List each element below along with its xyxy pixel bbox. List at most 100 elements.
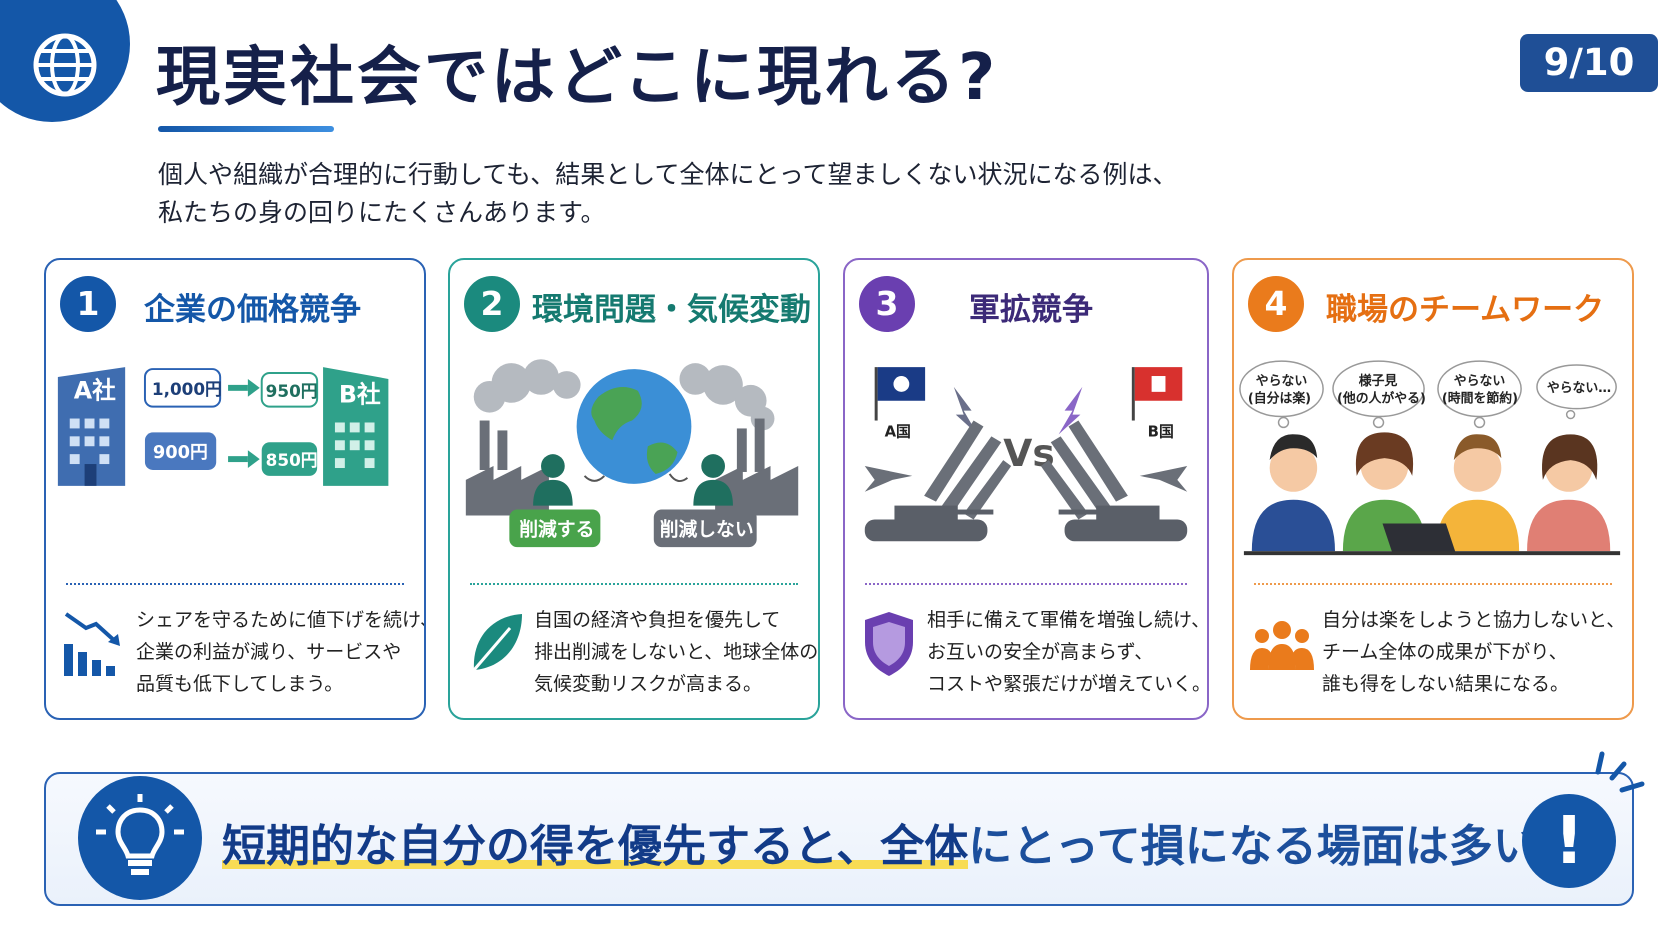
- card-number: 2: [464, 276, 520, 332]
- missiles-left-icon: [924, 420, 1012, 520]
- card-divider: [1254, 583, 1612, 585]
- factory-left-icon: [465, 420, 549, 516]
- desc-line: コストや緊張だけが増えていく。: [927, 673, 1209, 695]
- person-icon: [1251, 434, 1335, 552]
- flag-b-icon: [1131, 367, 1183, 421]
- desc-line: 自分は楽をしようと協力しないと、: [1322, 609, 1626, 631]
- bubble-line: やらない…: [1547, 381, 1611, 396]
- lightbulb-icon: [96, 794, 184, 875]
- smoke-icon: [473, 359, 775, 431]
- person-icon: [1435, 434, 1520, 552]
- chart-down-icon: [64, 612, 120, 676]
- card-title: 軍拡競争: [969, 292, 1093, 328]
- lightbulb-badge: [78, 776, 202, 900]
- label-reduce: 削減する: [519, 517, 594, 540]
- flag-a-icon: [874, 367, 926, 421]
- card-description: 自分は楽をしようと協力しないと、 チーム全体の成果が下がり、 誰も得をしない結果…: [1322, 604, 1625, 700]
- price-1000: 1,000円: [152, 379, 222, 399]
- emphasis-burst-icon: [1595, 751, 1645, 793]
- desc-line: チーム全体の成果が下がり、: [1322, 641, 1568, 663]
- building-a-icon: [57, 367, 126, 486]
- globe-icon: [33, 33, 97, 97]
- desc-line: 自国の経済や負担を優先して: [534, 609, 781, 631]
- card-description: 相手に備えて軍備を増強し続け、 お互いの安全が高まらず、 コストや緊張だけが増え…: [927, 604, 1209, 700]
- card-number: 3: [859, 276, 915, 332]
- desc-line: シェアを守るために値下げを続け、: [136, 609, 426, 631]
- conclusion-text: 短期的な自分の得を優先すると、全体にとって損になる場面は多い: [222, 810, 1537, 874]
- conclusion-banner: 短期的な自分の得を優先すると、全体にとって損になる場面は多い !: [44, 772, 1634, 906]
- bubble-line: (他の人がやる): [1337, 391, 1426, 407]
- card-header: 1 企業の価格競争: [46, 260, 424, 352]
- price-850: 850円: [266, 450, 318, 470]
- intro-text: 個人や組織が合理的に行動しても、結果として全体にとって望ましくない状況になる例は…: [158, 156, 1178, 232]
- factory-right-icon: [715, 418, 799, 516]
- exclamation-icon: !: [1553, 802, 1585, 879]
- building-b-icon: [323, 367, 389, 486]
- label-not-reduce: 削減しない: [660, 517, 754, 540]
- bubble-line: (自分は楽): [1248, 391, 1311, 407]
- intro-line-1: 個人や組織が合理的に行動しても、結果として全体にとって望ましくない状況になる例は…: [158, 160, 1178, 189]
- leaf-icon: [472, 614, 522, 671]
- arms-race-illustration: A国 B国 Vs: [864, 367, 1188, 542]
- company-a-label: A社: [74, 377, 116, 405]
- desc-line: 企業の利益が減り、サービスや: [136, 641, 402, 663]
- card-header: 4 職場のチームワーク: [1234, 260, 1632, 352]
- person-icon: [1527, 434, 1611, 552]
- desc-line: 排出削減をしないと、地球全体の: [534, 641, 819, 663]
- earth-icon: [576, 369, 692, 484]
- card-divider: [66, 583, 404, 585]
- price-900: 900円: [153, 442, 208, 463]
- desc-line: 誰も得をしない結果になる。: [1322, 673, 1570, 695]
- card-description: 自国の経済や負担を優先して 排出削減をしないと、地球全体の 気候変動リスクが高ま…: [534, 604, 818, 700]
- lightning-icon: [953, 386, 978, 435]
- tank-left-icon: [864, 505, 994, 542]
- country-a-label: A国: [885, 423, 911, 440]
- company-b-label: B社: [339, 381, 381, 409]
- card-arms-race: 3 軍拡競争 A国 B国 Vs: [843, 258, 1209, 720]
- conclusion-rest: にとって損になる場面は多い: [968, 821, 1537, 872]
- teamwork-illustration: やらない (自分は楽) 様子見 (他の人がやる) やらない (時間を節約) やら…: [1239, 360, 1621, 556]
- card-divider: [470, 583, 798, 585]
- card-teamwork: 4 職場のチームワーク やらない (自分は楽) 様子見 (他の人がやる) やらな…: [1232, 258, 1634, 720]
- bubble-line: やらない: [1454, 374, 1506, 389]
- lightning-icon: [1058, 386, 1083, 435]
- card-divider: [865, 583, 1187, 585]
- card-number: 1: [60, 276, 116, 332]
- country-b-label: B国: [1148, 423, 1174, 440]
- bubble-line: (時間を節約): [1442, 391, 1518, 407]
- tank-right-icon: [1058, 505, 1188, 542]
- title-underline: [158, 126, 334, 132]
- page-number-badge: 9/10: [1520, 34, 1658, 92]
- bubble-line: やらない: [1256, 374, 1308, 389]
- desc-line: お互いの安全が高まらず、: [927, 641, 1154, 663]
- intro-line-2: 私たちの身の回りにたくさんあります。: [158, 198, 606, 227]
- globe-badge: [0, 0, 130, 122]
- shield-icon: [865, 612, 913, 676]
- desc-line: 気候変動リスクが高まる。: [534, 673, 763, 695]
- card-header: 3 軍拡競争: [845, 260, 1207, 352]
- card-title: 職場のチームワーク: [1326, 292, 1605, 328]
- climate-illustration: 削減する 削減しない: [465, 359, 799, 548]
- person-not-reduce-icon: [693, 454, 733, 506]
- exclamation-badge: !: [1522, 794, 1616, 888]
- jet-icon: [1139, 466, 1188, 492]
- laptop-icon: [1382, 523, 1456, 554]
- person-reduce-icon: [533, 454, 573, 506]
- missiles-right-icon: [1040, 420, 1128, 520]
- team-icon: [1250, 621, 1314, 670]
- card-header: 2 環境問題・気候変動: [450, 260, 818, 352]
- bubble-line: 様子見: [1359, 373, 1398, 389]
- desc-line: 相手に備えて軍備を増強し続け、: [927, 609, 1209, 631]
- card-number: 4: [1248, 276, 1304, 332]
- card-title: 環境問題・気候変動: [532, 292, 811, 328]
- card-description: シェアを守るために値下げを続け、 企業の利益が減り、サービスや 品質も低下してし…: [136, 604, 426, 700]
- conclusion-highlight: 短期的な自分の得を優先すると、全体: [222, 821, 969, 872]
- page-title: 現実社会ではどこに現れる?: [156, 41, 999, 115]
- desc-line: 品質も低下してしまう。: [136, 673, 344, 695]
- price-war-illustration: A社 B社 1,000円 950円 900円 850円: [57, 367, 389, 486]
- card-price-competition: 1 企業の価格競争 A社 B社 1,000円 950: [44, 258, 426, 720]
- card-title: 企業の価格競争: [144, 292, 361, 328]
- jet-icon: [864, 466, 913, 492]
- price-950: 950円: [266, 381, 318, 401]
- card-climate-change: 2 環境問題・気候変動: [448, 258, 820, 720]
